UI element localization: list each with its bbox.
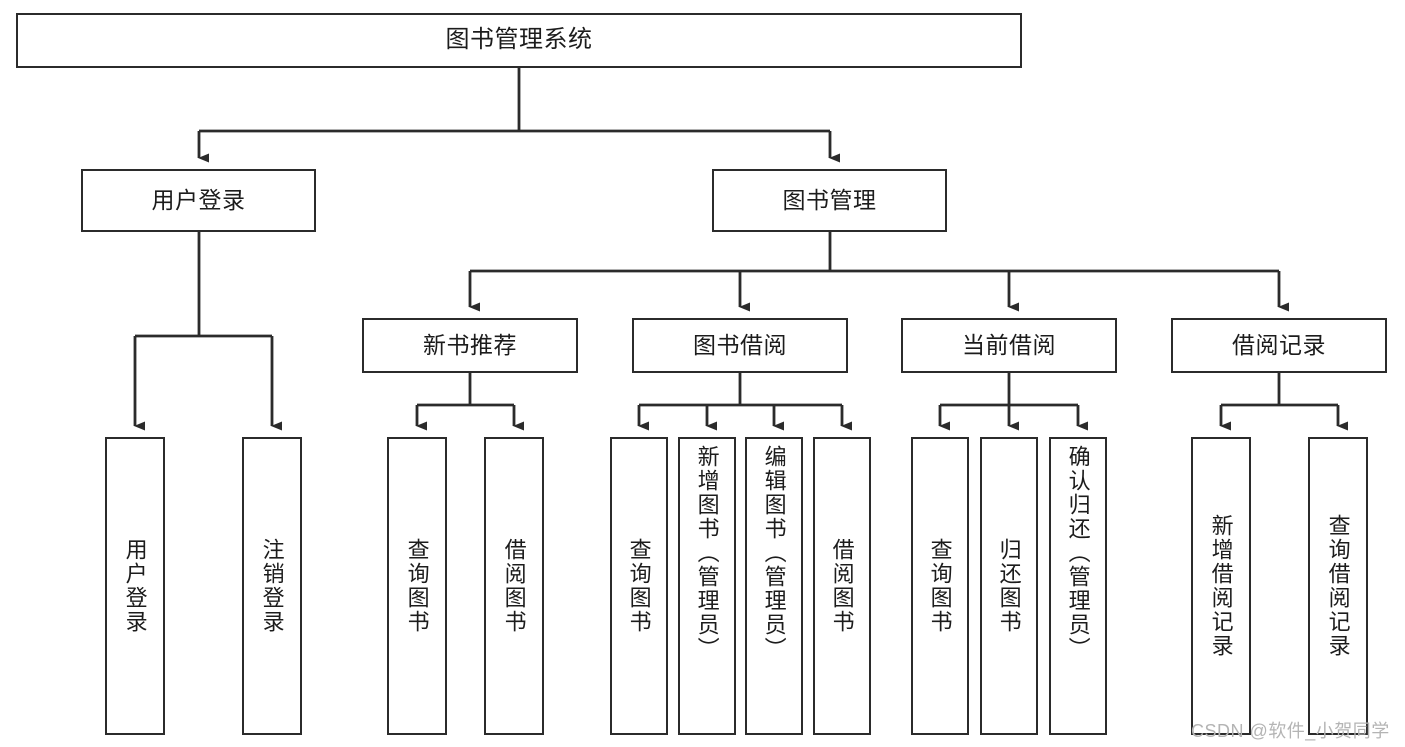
node-current-borrow[interactable]: 当前借阅: [901, 318, 1117, 373]
leaf-edit-book-admin[interactable]: 编辑图书（管理员）: [745, 437, 803, 735]
node-label: 用户登录: [122, 538, 148, 634]
leaf-query-borrow-record[interactable]: 查询借阅记录: [1308, 437, 1368, 735]
node-label: 图书借阅: [693, 331, 787, 358]
node-label: 新书推荐: [423, 331, 517, 358]
node-user-login[interactable]: 用户登录: [81, 169, 316, 232]
node-borrow-record[interactable]: 借阅记录: [1171, 318, 1387, 373]
node-label: 查询图书: [404, 538, 430, 634]
leaf-add-book-admin[interactable]: 新增图书（管理员）: [678, 437, 736, 735]
leaf-user-login[interactable]: 用户登录: [105, 437, 165, 735]
leaf-borrow-book-recommend[interactable]: 借阅图书: [484, 437, 544, 735]
node-label: 查询图书: [626, 538, 652, 634]
node-label: 当前借阅: [962, 331, 1056, 358]
node-label: 编辑图书（管理员）: [761, 445, 787, 661]
node-root-system[interactable]: 图书管理系统: [16, 13, 1022, 68]
leaf-return-book[interactable]: 归还图书: [980, 437, 1038, 735]
node-label: 借阅记录: [1232, 331, 1326, 358]
node-label: 新增借阅记录: [1208, 514, 1234, 658]
leaf-query-book-current[interactable]: 查询图书: [911, 437, 969, 735]
node-label: 借阅图书: [829, 538, 855, 634]
csdn-watermark: CSDN @软件_小贺同学: [1191, 721, 1390, 741]
node-label: 图书管理系统: [445, 26, 593, 54]
leaf-confirm-return-admin[interactable]: 确认归还（管理员）: [1049, 437, 1107, 735]
node-book-management[interactable]: 图书管理: [712, 169, 947, 232]
node-label: 查询借阅记录: [1325, 514, 1351, 658]
node-new-book-recommend[interactable]: 新书推荐: [362, 318, 578, 373]
node-label: 新增图书（管理员）: [694, 445, 720, 661]
leaf-add-borrow-record[interactable]: 新增借阅记录: [1191, 437, 1251, 735]
node-label: 注销登录: [259, 538, 285, 634]
node-label: 借阅图书: [501, 538, 527, 634]
node-book-borrow[interactable]: 图书借阅: [632, 318, 848, 373]
leaf-borrow-book[interactable]: 借阅图书: [813, 437, 871, 735]
leaf-query-book-recommend[interactable]: 查询图书: [387, 437, 447, 735]
leaf-logout[interactable]: 注销登录: [242, 437, 302, 735]
leaf-query-book-borrow[interactable]: 查询图书: [610, 437, 668, 735]
node-label: 确认归还（管理员）: [1065, 445, 1091, 661]
node-label: 归还图书: [996, 538, 1022, 634]
node-label: 查询图书: [927, 538, 953, 634]
node-label: 图书管理: [782, 186, 877, 213]
node-label: 用户登录: [151, 186, 246, 213]
